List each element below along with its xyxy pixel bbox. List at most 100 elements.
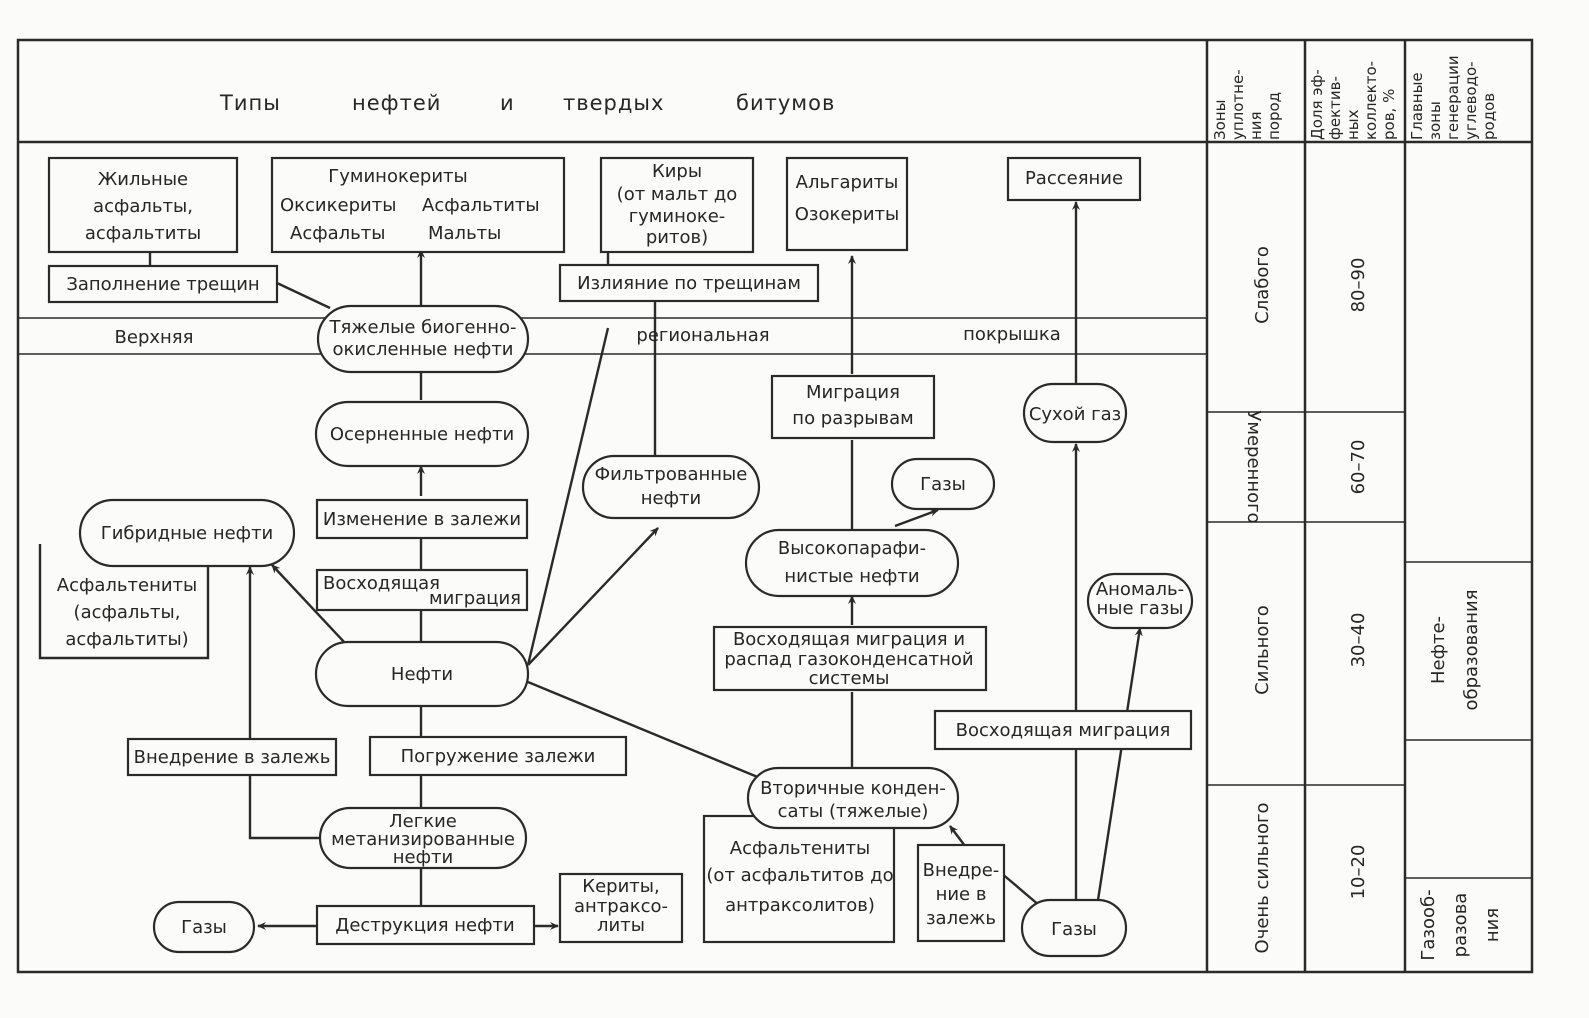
top-box-humin: Гуминокериты Оксикериты Асфальтиты Асфал…: [270, 156, 566, 254]
kir-l1: Киры: [652, 161, 702, 182]
humin-oxi: Оксикериты: [280, 195, 396, 216]
gases-bottom-text: Газы: [1051, 919, 1097, 940]
gen-gas-l3: ния: [1482, 908, 1503, 942]
decay-l3: системы: [809, 668, 890, 689]
fault-mig-l2: по разрывам: [792, 408, 913, 429]
zone-weak: Слабого: [1252, 246, 1273, 324]
col-header-gen: Главные зоны генерации углеводо- родов: [1408, 55, 1498, 140]
dry-gas-text: Сухой газ: [1029, 404, 1121, 425]
node-hybrid: Гибридные нефти: [78, 498, 296, 568]
box-asphaltenites-mid: Асфальтениты (от асфальтитов до антраксо…: [702, 814, 896, 944]
anomal-l2: ные газы: [1096, 598, 1183, 619]
kerites-l3: литы: [597, 915, 645, 936]
node-light: Легкие метанизированные нефти: [318, 806, 528, 870]
box-destruct: Деструкция нефти: [315, 904, 536, 946]
zone-very-strong: Очень сильного: [1252, 803, 1273, 954]
gases-top-text: Газы: [920, 474, 966, 495]
cap-left: Верхняя: [115, 327, 194, 348]
zone-moderate: Умеренного: [1243, 410, 1264, 523]
crack-fill-text: Заполнение трещин: [66, 274, 259, 295]
vein-l2: асфальты,: [93, 196, 193, 217]
node-oils: Нефти: [314, 640, 530, 708]
gen-gas-l2: разова: [1450, 893, 1471, 958]
humin-l1: Гуминокериты: [328, 166, 467, 187]
node-dry-gas: Сухой газ: [1022, 382, 1128, 444]
decay-l1: Восходящая миграция и: [733, 629, 965, 650]
col-gen-l4: углеводо-: [1462, 61, 1480, 140]
connectors: [148, 201, 1143, 930]
asph-left-l2: (асфальты,: [74, 602, 181, 623]
col-share-l5: ров, %: [1380, 89, 1398, 140]
side-zones: Слабого Умеренного Сильного Очень сильно…: [1243, 246, 1503, 960]
top-box-algar: Альгариты Озокериты: [785, 156, 909, 252]
top-box-scatter: Рассеяние: [1006, 156, 1142, 202]
ascend2-text: Восходящая миграция: [956, 720, 1171, 741]
gen-oil-l1: Нефте-: [1428, 616, 1449, 684]
vein-l1: Жильные: [98, 169, 188, 190]
secondary-l2: саты (тяжелые): [778, 801, 929, 822]
algar-l2: Озокериты: [795, 204, 900, 225]
scatter-text: Рассеяние: [1025, 168, 1123, 189]
intr2-l1: Внедре-: [923, 860, 1000, 881]
box-change: Изменение в залежи: [315, 498, 529, 540]
ascend-l1: Восходящая: [323, 573, 440, 594]
node-gases-bottom: Газы: [1020, 898, 1128, 958]
zone-strong: Сильного: [1252, 605, 1273, 695]
box-intrusion: Внедрение в залежь: [126, 737, 338, 777]
humin-malts: Мальты: [428, 223, 501, 244]
submerge-text: Погружение залежи: [401, 746, 596, 767]
header-title: Типы нефтей и твердых битумов: [219, 91, 834, 115]
share-80-90: 80–90: [1348, 258, 1369, 313]
box-ascend2: Восходящая миграция: [933, 709, 1193, 751]
destruct-text: Деструкция нефти: [335, 915, 514, 936]
humin-asphaltites: Асфальтиты: [422, 195, 540, 216]
change-text: Изменение в залежи: [323, 509, 521, 530]
light-l1: Легкие: [389, 811, 457, 832]
col-share-l1: Доля эф-: [1308, 69, 1326, 140]
box-kerites: Кериты, антраксо- литы: [558, 872, 684, 944]
col-share-l2: фектив-: [1326, 76, 1344, 140]
col-gen-l1: Главные: [1408, 72, 1426, 140]
title-word-3: и: [500, 91, 515, 115]
title-word-1: Типы: [219, 91, 281, 115]
node-gases-top: Газы: [890, 457, 996, 511]
filtered-l2: нефти: [641, 488, 701, 509]
node-heavy: Тяжелые биогенно- окисленные нефти: [316, 304, 530, 374]
col-header-share: Доля эф- фектив- ных коллекто- ров, %: [1308, 61, 1398, 140]
col-gen-l3: генерации: [1444, 55, 1462, 140]
top-box-vein: Жильные асфальты, асфальтиты: [47, 156, 239, 254]
col-zones-l2: уплотне-: [1229, 69, 1247, 140]
col-zones-l1: Зоны: [1211, 100, 1229, 140]
box-crack-fill: Заполнение трещин: [47, 264, 279, 304]
frame: [16, 38, 1534, 974]
box-ascend: Восходящая миграция: [315, 568, 529, 612]
node-sulfur: Осерненные нефти: [314, 400, 530, 468]
box-fault-mig: Миграция по разрывам: [770, 374, 936, 440]
kerites-l2: антраксо-: [574, 896, 668, 917]
kir-l2: (от мальт до: [617, 184, 738, 205]
paraffin-l1: Высокопарафи-: [778, 538, 926, 559]
col-share-l4: коллекто-: [1362, 61, 1380, 140]
light-l2: метанизированные: [331, 829, 515, 850]
heavy-l1: Тяжелые биогенно-: [328, 317, 516, 338]
share-10-20: 10–20: [1348, 845, 1369, 900]
node-filtered: Фильтрованные нефти: [581, 454, 761, 520]
node-secondary: Вторичные конден- саты (тяжелые): [746, 766, 960, 830]
cap-right: покрышка: [963, 324, 1061, 345]
anomal-l1: Аномаль-: [1096, 579, 1184, 600]
kir-l4: ритов): [646, 227, 708, 248]
node-paraffin: Высокопарафи- нистые нефти: [744, 528, 960, 598]
sulfur-text: Осерненные нефти: [330, 424, 514, 445]
intr2-l3: залежь: [926, 908, 996, 929]
gen-oil-l2: образования: [1461, 589, 1482, 710]
col-zones-l3: ния: [1247, 111, 1265, 140]
col-zones-l4: пород: [1265, 92, 1283, 140]
secondary-l1: Вторичные конден-: [760, 778, 946, 799]
oils-text: Нефти: [391, 664, 453, 685]
col-gen-l2: зоны: [1426, 101, 1444, 140]
filtered-l1: Фильтрованные: [595, 464, 748, 485]
kerites-l1: Кериты,: [582, 876, 659, 897]
node-anomal: Аномаль- ные газы: [1086, 572, 1194, 630]
decay-l2: распад газоконденсатной: [724, 649, 973, 670]
